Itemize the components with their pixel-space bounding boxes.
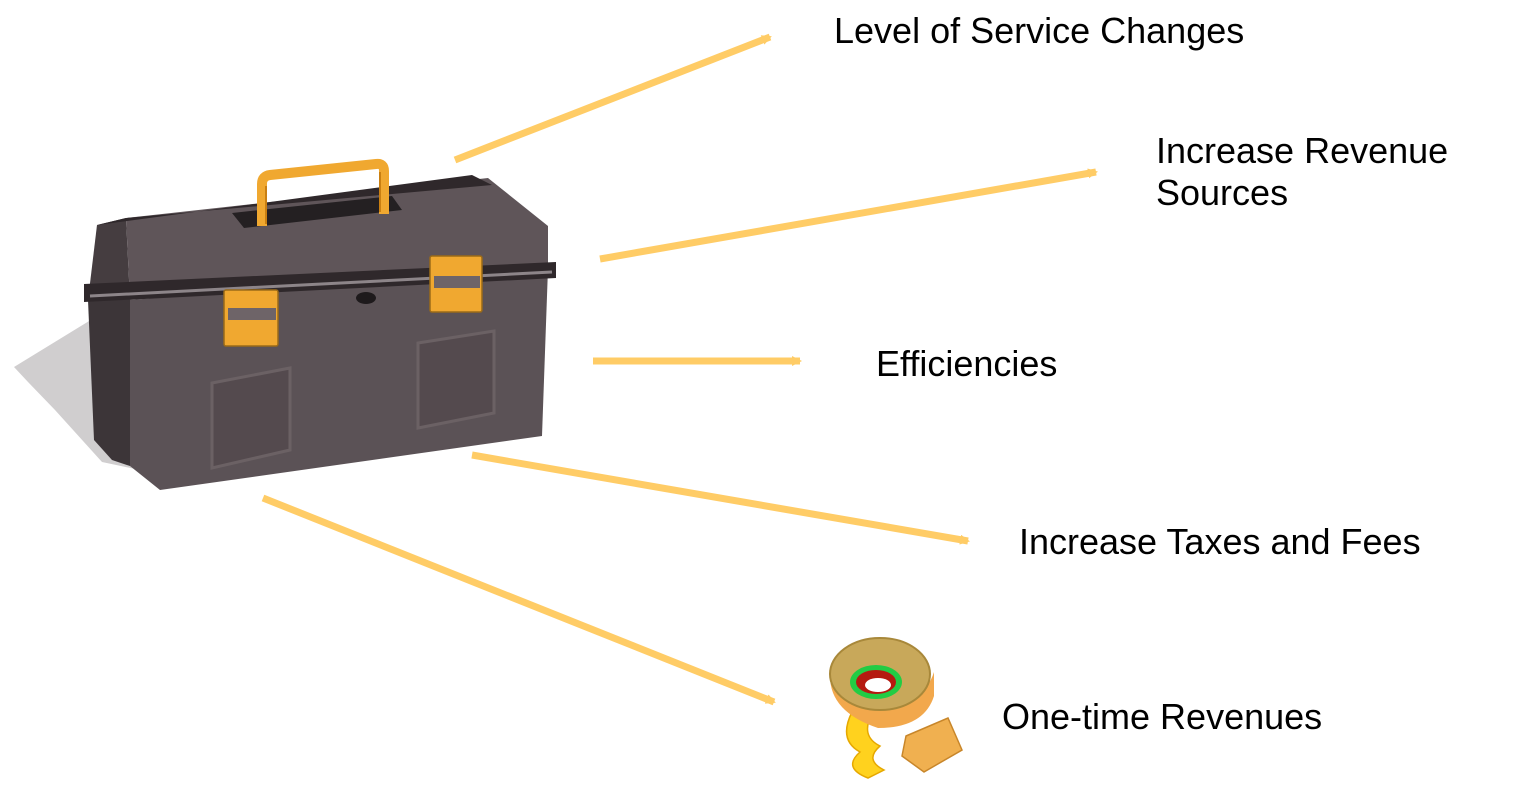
arrow-level-of-service — [453, 33, 772, 164]
toolbox-icon — [14, 158, 556, 490]
label-increase-revenue-sources: Increase Revenue Sources — [1156, 130, 1448, 214]
label-increase-revenue-line1: Increase Revenue — [1156, 130, 1449, 171]
label-one-time-revenues: One-time Revenues — [1002, 696, 1323, 737]
tape-roll-icon — [829, 637, 963, 779]
label-efficiencies: Efficiencies — [876, 343, 1058, 384]
label-level-of-service: Level of Service Changes — [834, 10, 1245, 51]
arrow-increase-revenue — [599, 168, 1098, 263]
arrow-one-time-revenues — [261, 494, 776, 706]
label-increase-taxes-and-fees: Increase Taxes and Fees — [1019, 521, 1421, 562]
label-increase-revenue-line2: Sources — [1156, 172, 1289, 213]
arrow-increase-taxes — [471, 451, 970, 545]
